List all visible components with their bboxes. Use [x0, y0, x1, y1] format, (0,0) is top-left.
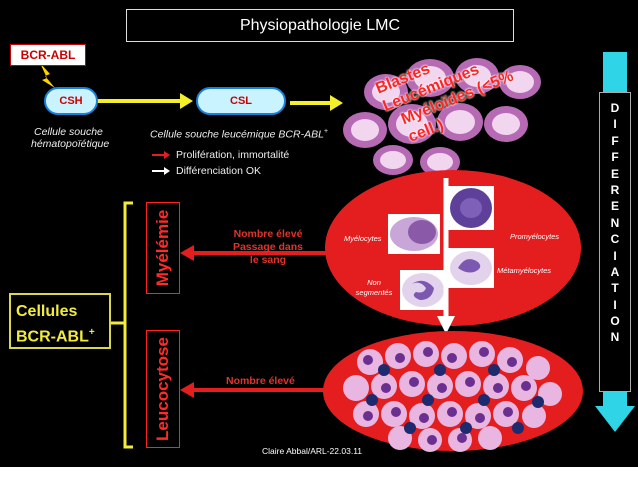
- cellules-line2: BCR-ABL+: [16, 322, 104, 347]
- differenciation-letter: F: [611, 133, 619, 148]
- differenciation-letter: C: [610, 232, 620, 247]
- myelocyte-cell: [388, 214, 440, 254]
- promyelocyte-cell: [448, 186, 494, 230]
- bracket: [123, 201, 133, 449]
- differenciation-letter: E: [610, 199, 619, 214]
- csl-caption-sup: +: [323, 128, 329, 135]
- cellules-box: Cellules BCR-ABL+: [9, 293, 111, 349]
- differenciation-letter: A: [610, 264, 620, 279]
- leucocytose-label: Leucocytose: [153, 337, 172, 441]
- myelemie-text-line3: le sang: [249, 254, 287, 266]
- proliferation-arrow-icon: [152, 151, 170, 159]
- differenciation-letter: I: [613, 297, 617, 312]
- differenciation-letter: T: [611, 281, 619, 296]
- differenciation-letter: F: [611, 150, 619, 165]
- csh-caption: Cellule souche hématopoïétique: [31, 126, 134, 150]
- differenciation-letter: N: [610, 215, 620, 230]
- bottom-strip: [0, 467, 638, 479]
- myelocytes-label: Myélocytes: [344, 234, 382, 243]
- csh-cell: CSH: [44, 87, 98, 115]
- proliferation-text: Prolifération, immortalité: [176, 149, 290, 161]
- csl-caption-text: Cellule souche leucémique BCR-ABL: [150, 128, 324, 141]
- promyelocytes-label: Promyélocytes: [510, 232, 560, 241]
- differenciation-letter: E: [610, 166, 619, 181]
- differenciation-letter: I: [613, 117, 617, 132]
- lightning-icon: [40, 63, 55, 88]
- myelemie-text-line2: Passage dans: [232, 241, 304, 253]
- non-segmentes-line1: Non: [367, 278, 381, 287]
- differenciation-letter: R: [610, 182, 620, 197]
- csl-cell: CSL: [196, 87, 286, 115]
- bcr-abl-label: BCR-ABL: [10, 44, 86, 66]
- leukocyte-cells: [343, 341, 562, 452]
- differenciation-down-arrow: [595, 52, 635, 432]
- differenciation-letter: O: [610, 314, 620, 329]
- myelemie-box: Myélémie: [146, 202, 180, 294]
- arrow-csh-to-csl: [86, 93, 193, 109]
- arrow-oval-to-leucocytose: [180, 382, 324, 398]
- myelemie-text: Nombre élevé Passage dans le sang: [222, 228, 314, 267]
- differenciation-letter: I: [613, 248, 617, 263]
- credit-text: Claire Abbal/ARL-22.03.11: [262, 446, 363, 456]
- cellules-line1: Cellules: [16, 303, 78, 320]
- leucocytose-box: Leucocytose: [146, 330, 180, 448]
- csh-caption-line1: Cellule souche: [34, 126, 103, 138]
- differenciation-letter: N: [610, 330, 620, 345]
- differenciation-arrow-icon: [152, 167, 170, 175]
- arrow-blasts-to-oval: [437, 178, 455, 334]
- leucocytose-text: Nombre élevé: [226, 375, 295, 387]
- arrow-csl-to-blasts: [290, 95, 343, 111]
- csh-caption-line2: hématopoïétique: [31, 138, 110, 150]
- page-title: Physiopathologie LMC: [126, 9, 514, 42]
- csl-caption: Cellule souche leucémique BCR-ABL+: [150, 128, 350, 141]
- arrow-oval-to-myelemie: [180, 245, 326, 261]
- myelemie-label: Myélémie: [153, 209, 172, 287]
- cellules-sup: +: [88, 327, 95, 338]
- differenciation-text: Différenciation OK: [176, 165, 262, 177]
- metamyelocytes-label: Métamyélocytes: [497, 266, 552, 275]
- differenciation-letter: D: [610, 101, 620, 115]
- non-segmentes-line2: segmentés: [355, 288, 393, 297]
- myelemie-text-line1: Nombre élevé: [233, 228, 303, 240]
- cellules-line2-text: BCR-ABL: [16, 328, 89, 346]
- non-segmented-cell: [400, 270, 446, 310]
- non-segmentes-label: Non segmentés: [350, 278, 398, 298]
- metamyelocyte-cell: [448, 248, 494, 288]
- blast-cells-cluster: [343, 58, 541, 177]
